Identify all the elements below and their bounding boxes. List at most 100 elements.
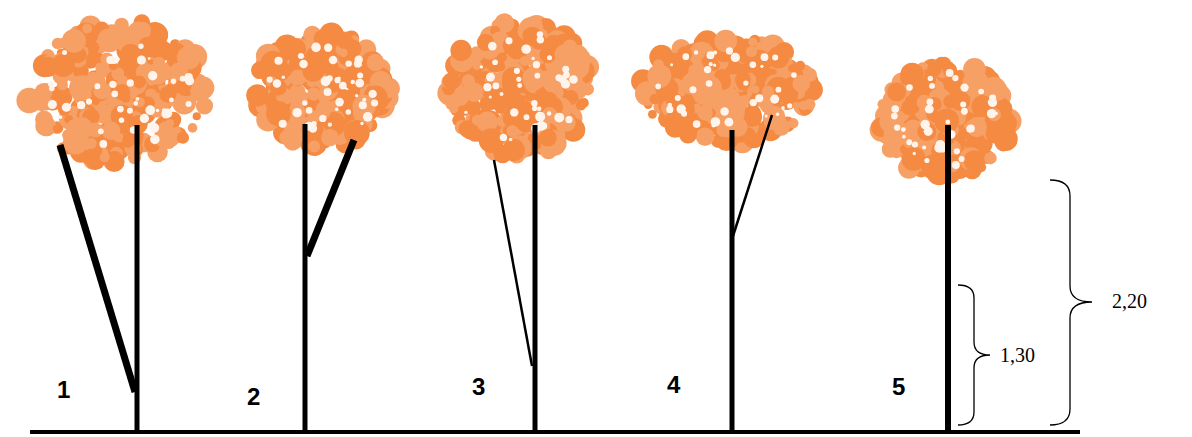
- leaf-gap: [359, 101, 367, 109]
- leaf-gap: [319, 115, 326, 122]
- leaf-gap: [282, 75, 286, 79]
- leaf-clump: [805, 99, 816, 110]
- leaf-gap: [959, 156, 965, 162]
- leaf-gap: [532, 106, 537, 111]
- leaf-clump: [165, 119, 174, 128]
- leaf-gap: [354, 60, 362, 68]
- leaf-gap: [690, 87, 694, 91]
- leaf-gap: [922, 145, 926, 149]
- leaf-clump: [746, 112, 759, 125]
- leaf-gap: [309, 124, 317, 132]
- leaf-gap: [787, 103, 792, 108]
- leaf-gap: [924, 158, 929, 163]
- leaf-gap: [135, 97, 139, 101]
- leaf-gap: [989, 95, 996, 102]
- tree-canopy: [246, 22, 400, 155]
- callout-number: 4: [667, 373, 680, 397]
- leaf-clump: [773, 118, 790, 135]
- leaf-gap: [781, 106, 785, 110]
- leaf-gap: [547, 55, 552, 60]
- leaf-gap: [711, 123, 715, 127]
- leaf-gap: [516, 77, 521, 82]
- leaf-gap: [682, 53, 689, 60]
- leaf-gap: [776, 113, 779, 116]
- leaf-gap: [99, 140, 107, 148]
- leaf-gap: [535, 112, 545, 122]
- leaf-clump: [464, 82, 484, 102]
- leaf-gap: [119, 117, 125, 123]
- trunk: [60, 145, 135, 392]
- leaf-clump: [121, 93, 131, 103]
- leaf-gap: [355, 94, 358, 97]
- leaf-clump: [450, 40, 471, 61]
- leaf-clump: [62, 29, 86, 53]
- leaf-gap: [145, 105, 155, 115]
- ground-line: [30, 430, 1080, 434]
- leaf-gap: [565, 116, 572, 123]
- leaf-gap: [558, 75, 566, 83]
- leaf-gap: [500, 92, 504, 96]
- leaf-gap: [171, 79, 177, 85]
- leaf-gap: [106, 56, 114, 64]
- leaf-gap: [109, 81, 116, 88]
- leaf-gap: [492, 59, 498, 65]
- leaf-gap: [355, 79, 364, 88]
- leaf-clump: [58, 103, 71, 116]
- leaf-clump: [159, 86, 176, 103]
- leaf-gap: [58, 115, 62, 119]
- leaf-gap: [94, 83, 100, 89]
- leaf-gap: [321, 76, 331, 86]
- leaf-clump: [579, 98, 589, 108]
- leaf-gap: [339, 82, 347, 90]
- leaf-gap: [952, 161, 960, 169]
- leaf-clump: [883, 137, 892, 146]
- leaf-gap: [987, 109, 996, 118]
- leaf-gap: [537, 107, 541, 111]
- leaf-gap: [675, 95, 681, 101]
- leaf-gap: [346, 109, 351, 114]
- leaf-gap: [927, 99, 934, 106]
- leaf-gap: [62, 50, 67, 55]
- leaf-gap: [133, 101, 138, 106]
- leaf-gap: [371, 99, 378, 106]
- leaf-gap: [363, 112, 373, 122]
- callout-number: 2: [247, 385, 260, 409]
- leaf-clump: [502, 67, 525, 90]
- leaf-gap: [939, 146, 946, 153]
- leaf-gap: [547, 111, 551, 115]
- leaf-gap: [946, 69, 954, 77]
- leaf-gap: [720, 107, 728, 115]
- leaf-gap: [531, 100, 537, 106]
- leaf-gap: [311, 43, 321, 53]
- leaf-gap: [186, 101, 192, 107]
- leaf-clump: [988, 108, 1001, 121]
- leaf-clump: [337, 33, 354, 50]
- leaf-clump: [369, 57, 381, 69]
- leaf-gap: [750, 61, 757, 68]
- leaf-clump: [316, 102, 330, 116]
- leaf-gap: [509, 138, 513, 142]
- leaf-gap: [521, 44, 531, 54]
- leaf-clump: [506, 125, 518, 137]
- dimension-label: 1,30: [1000, 345, 1035, 365]
- leaf-clump: [795, 61, 805, 71]
- leaf-clump: [648, 110, 657, 119]
- leaf-clump: [192, 77, 215, 100]
- leaf-gap: [335, 98, 344, 107]
- leaf-clump: [503, 35, 523, 55]
- leaf-gap: [706, 51, 714, 59]
- leaf-gap: [357, 72, 363, 78]
- leaf-clump: [746, 46, 757, 57]
- leaf-gap: [345, 60, 351, 66]
- trunk: [730, 130, 735, 432]
- leaf-clump: [443, 72, 461, 90]
- leaf-clump: [62, 129, 75, 142]
- leaf-gap: [267, 77, 273, 83]
- leaf-gap: [127, 108, 133, 114]
- leaf-clump: [984, 152, 996, 164]
- leaf-clump: [53, 124, 61, 132]
- leaf-clump: [696, 127, 714, 145]
- leaf-gap: [140, 114, 149, 123]
- leaf-gap: [156, 109, 159, 112]
- tree-canopy: [437, 13, 599, 163]
